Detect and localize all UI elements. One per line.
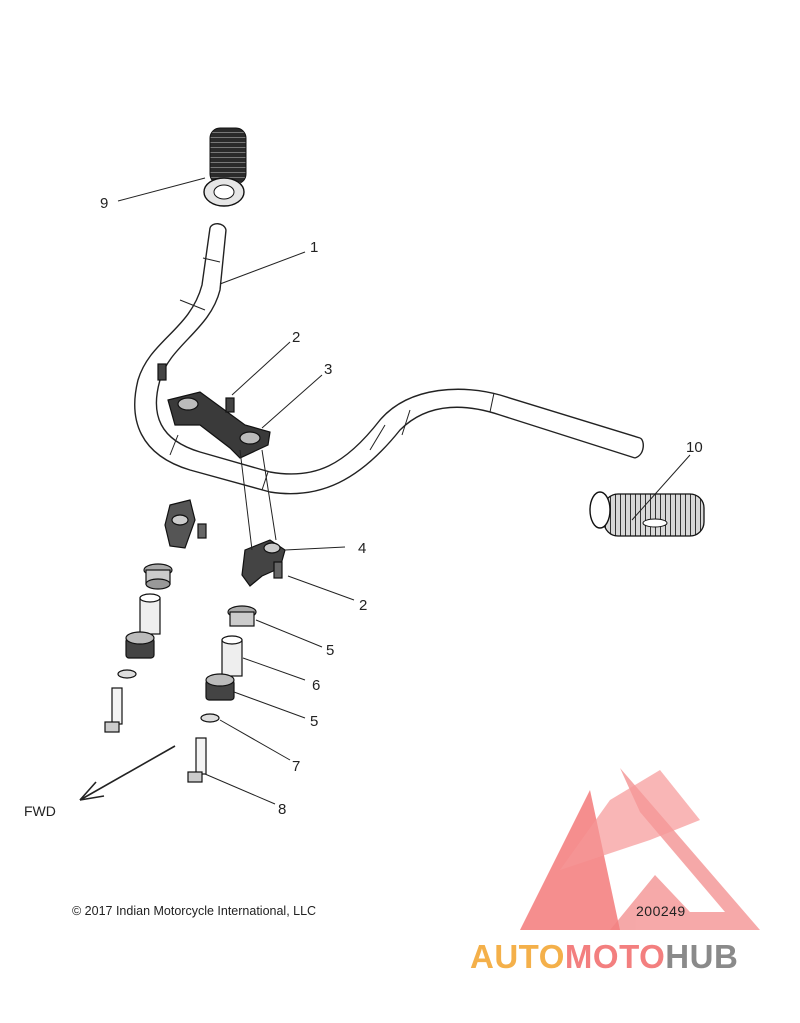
copyright-text: © 2017 Indian Motorcycle International, … — [72, 904, 317, 918]
callout-4: 4 — [358, 540, 366, 557]
callout-3: 3 — [324, 361, 332, 378]
diagram-id: 200249 — [636, 903, 686, 919]
watermark-logo-icon — [520, 768, 760, 930]
callout-2-lower: 2 — [359, 597, 367, 614]
callout-1: 1 — [310, 239, 318, 256]
upper-clamp-icon — [157, 363, 271, 459]
callout-2-upper: 2 — [292, 329, 300, 346]
left-lower-riser-icon — [164, 499, 207, 549]
fwd-label: FWD — [24, 803, 56, 819]
callout-9: 9 — [100, 195, 108, 212]
right-bushing-stack-icon — [187, 605, 257, 783]
handlebar-icon — [134, 223, 644, 495]
brand-part-moto: MOTO — [564, 938, 666, 975]
callout-10: 10 — [686, 439, 703, 456]
right-lower-riser-icon — [241, 539, 286, 587]
leader-lines — [117, 177, 691, 805]
brand-part-hub: HUB — [665, 938, 739, 975]
callout-5-upper: 5 — [326, 642, 334, 659]
right-grip-icon — [589, 491, 705, 537]
fwd-arrow-icon — [79, 745, 176, 801]
callout-6: 6 — [312, 677, 320, 694]
brand-part-auto: AUTO — [470, 938, 565, 975]
callout-8: 8 — [278, 801, 286, 818]
callout-5-lower: 5 — [310, 713, 318, 730]
brand-watermark: AUTOMOTOHUB — [470, 938, 738, 976]
left-grip-icon — [203, 127, 247, 207]
left-bushing-stack-icon — [104, 563, 173, 733]
callout-7: 7 — [292, 758, 300, 775]
